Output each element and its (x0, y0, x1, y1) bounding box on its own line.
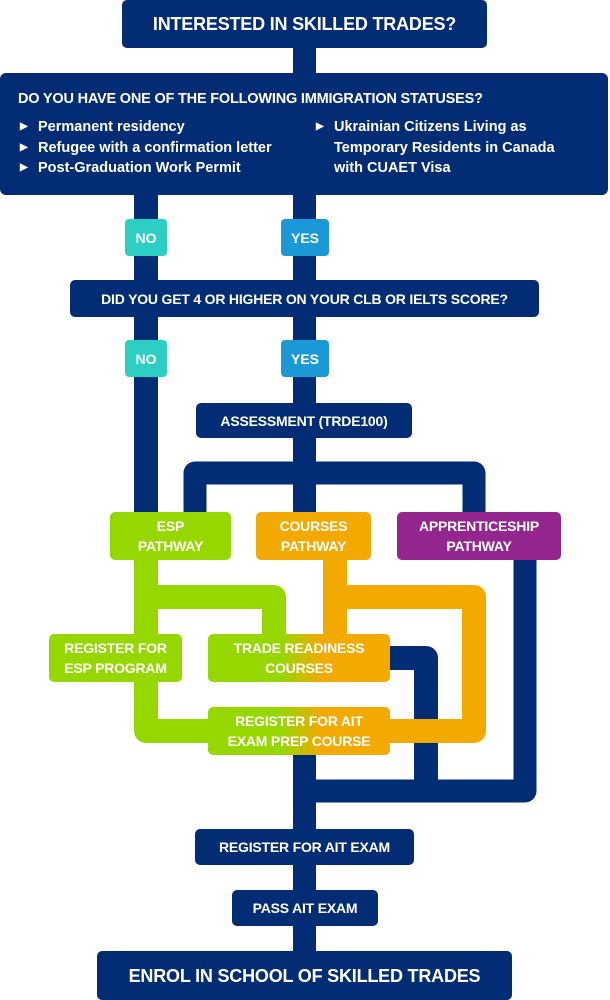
trade-readiness-box: TRADE READINESS COURSES (208, 634, 390, 682)
caret-right-icon: ▶ (316, 121, 324, 132)
status-item: ▶ Permanent residency (18, 117, 272, 138)
status-text: Ukrainian Citizens Living as (334, 119, 527, 135)
assessment-label: ASSESSMENT (TRDE100) (220, 412, 388, 429)
courses-to-exam-prep-line (335, 585, 486, 743)
trunk-line-1 (293, 40, 316, 80)
label-line: ESP PROGRAM (64, 660, 167, 676)
label-line: REGISTER FOR AIT (235, 713, 363, 729)
yes-badge-2: YES (281, 340, 329, 377)
no-badge-2: NO (125, 340, 167, 377)
status-item-cont: Temporary Residents in Canada (314, 138, 555, 159)
start-box: INTERESTED IN SKILLED TRADES? (122, 0, 487, 48)
apprenticeship-pathway-box: APPRENTICESHIP PATHWAY (397, 512, 561, 560)
language-question: DID YOU GET 4 OR HIGHER ON YOUR CLB OR I… (101, 290, 508, 307)
caret-right-icon: ▶ (20, 162, 28, 173)
label-line: PATHWAY (280, 538, 347, 554)
caret-right-icon: ▶ (20, 121, 28, 132)
status-text: Refugee with a confirmation letter (38, 139, 272, 156)
language-score-box: DID YOU GET 4 OR HIGHER ON YOUR CLB OR I… (70, 280, 539, 317)
enrol-box: ENROL IN SCHOOL OF SKILLED TRADES (97, 951, 512, 1000)
status-list-2: ▶ Ukrainian Citizens Living as Temporary … (314, 117, 555, 179)
label-line: ESP (156, 518, 185, 534)
immigration-status-box: DO YOU HAVE ONE OF THE FOLLOWING IMMIGRA… (0, 73, 608, 195)
label-line: PATHWAY (137, 538, 204, 554)
register-exam-box: REGISTER FOR AIT EXAM (195, 829, 414, 865)
register-esp-box: REGISTER FOR ESP PROGRAM (49, 634, 182, 682)
pass-exam-box: PASS AIT EXAM (232, 890, 378, 926)
label-line: EXAM PREP COURSE (227, 733, 371, 749)
status-text: Temporary Residents in Canada (334, 139, 555, 156)
register-esp-to-exam-prep-line (134, 678, 215, 743)
label-line: COURSES (265, 660, 333, 676)
yes-badge-1: YES (281, 219, 329, 256)
status-item-cont: with CUAET Visa (314, 158, 555, 179)
status-text: Post-Graduation Work Permit (38, 160, 241, 176)
label-line: COURSES (279, 518, 348, 534)
apprenticeship-to-exam-line (300, 556, 537, 803)
esp-pathway-box: ESP PATHWAY (110, 512, 231, 560)
label-line: PATHWAY (446, 538, 512, 554)
courses-pathway-box: COURSES PATHWAY (256, 512, 371, 560)
enrol-label: ENROL IN SCHOOL OF SKILLED TRADES (128, 965, 481, 986)
register-exam-label: REGISTER FOR AIT EXAM (218, 839, 391, 855)
no-badge-1: NO (125, 219, 167, 256)
status-text: with CUAET Visa (334, 160, 451, 176)
status-item: ▶ Post-Graduation Work Permit (18, 158, 272, 179)
status-list: ▶ Permanent residency ▶ Refugee with a con… (18, 117, 272, 179)
status-text: Permanent residency (38, 119, 185, 135)
assessment-pathway-loop (183, 461, 486, 516)
pass-exam-label: PASS AIT EXAM (252, 900, 358, 916)
status-item: ▶ Refugee with a confirmation letter (18, 138, 272, 159)
label-line: REGISTER FOR (64, 640, 167, 656)
immigration-question: DO YOU HAVE ONE OF THE FOLLOWING IMMIGRA… (18, 91, 483, 107)
status-item: ▶ Ukrainian Citizens Living as (314, 117, 555, 138)
trade-readiness-to-exam-line (385, 646, 438, 791)
start-label: INTERESTED IN SKILLED TRADES? (152, 14, 457, 34)
esp-to-trade-readiness-line (146, 585, 286, 638)
assessment-box: ASSESSMENT (TRDE100) (196, 403, 412, 438)
exam-prep-box: REGISTER FOR AIT EXAM PREP COURSE (208, 707, 390, 755)
label-line: APPRENTICESHIP (418, 518, 540, 534)
caret-right-icon: ▶ (20, 141, 28, 153)
label-line: TRADE READINESS (233, 640, 365, 656)
